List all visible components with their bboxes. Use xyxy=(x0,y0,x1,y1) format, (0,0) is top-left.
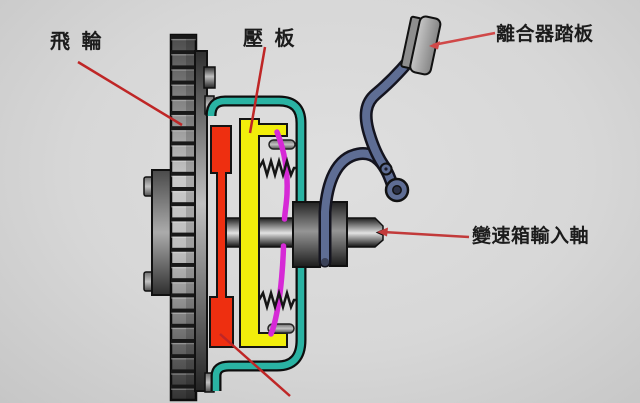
label-input-shaft: 變速箱輸入軸 xyxy=(472,226,590,247)
leader-shaft xyxy=(382,230,470,239)
flywheel xyxy=(169,33,216,402)
diaphragm-spring xyxy=(268,129,290,337)
annotations xyxy=(77,31,496,397)
flywheel-plate xyxy=(194,50,208,392)
label-clutch-pedal: 離合器踏板 xyxy=(496,24,594,45)
diaphragm-spring-lower xyxy=(268,243,287,337)
diaphragm-spring-upper xyxy=(274,129,290,222)
leader-clutch-disc xyxy=(219,333,291,397)
flywheel-step xyxy=(203,66,216,89)
leader-pedal-arrow xyxy=(429,41,440,50)
release-bearing xyxy=(292,201,348,268)
coil-spring-bottom xyxy=(257,288,296,312)
leader-pressure-plate xyxy=(248,46,267,134)
pivot-hole xyxy=(392,185,402,195)
clutch-cover xyxy=(205,95,307,391)
leader-flywheel xyxy=(77,60,183,127)
leader-shaft-arrow xyxy=(377,227,388,237)
joint-pin-hole xyxy=(384,167,388,171)
label-pressure-plate: 壓 板 xyxy=(243,28,298,50)
bearing-right-block xyxy=(329,201,348,267)
linkage-joints xyxy=(379,162,410,203)
pressure-plate xyxy=(239,118,288,348)
coil-spring-top xyxy=(257,156,296,180)
pedal-arm xyxy=(359,43,425,176)
cover-teal xyxy=(207,97,305,391)
label-flywheel: 飛 輪 xyxy=(50,31,105,53)
pedal-arm-fill xyxy=(362,46,422,173)
crank-hub xyxy=(143,169,174,296)
leader-pedal xyxy=(432,31,496,47)
bearing-left-block xyxy=(292,201,321,268)
fork-tip xyxy=(321,258,329,266)
ring-gear-teeth xyxy=(171,35,196,400)
pedal-pad xyxy=(400,15,442,76)
